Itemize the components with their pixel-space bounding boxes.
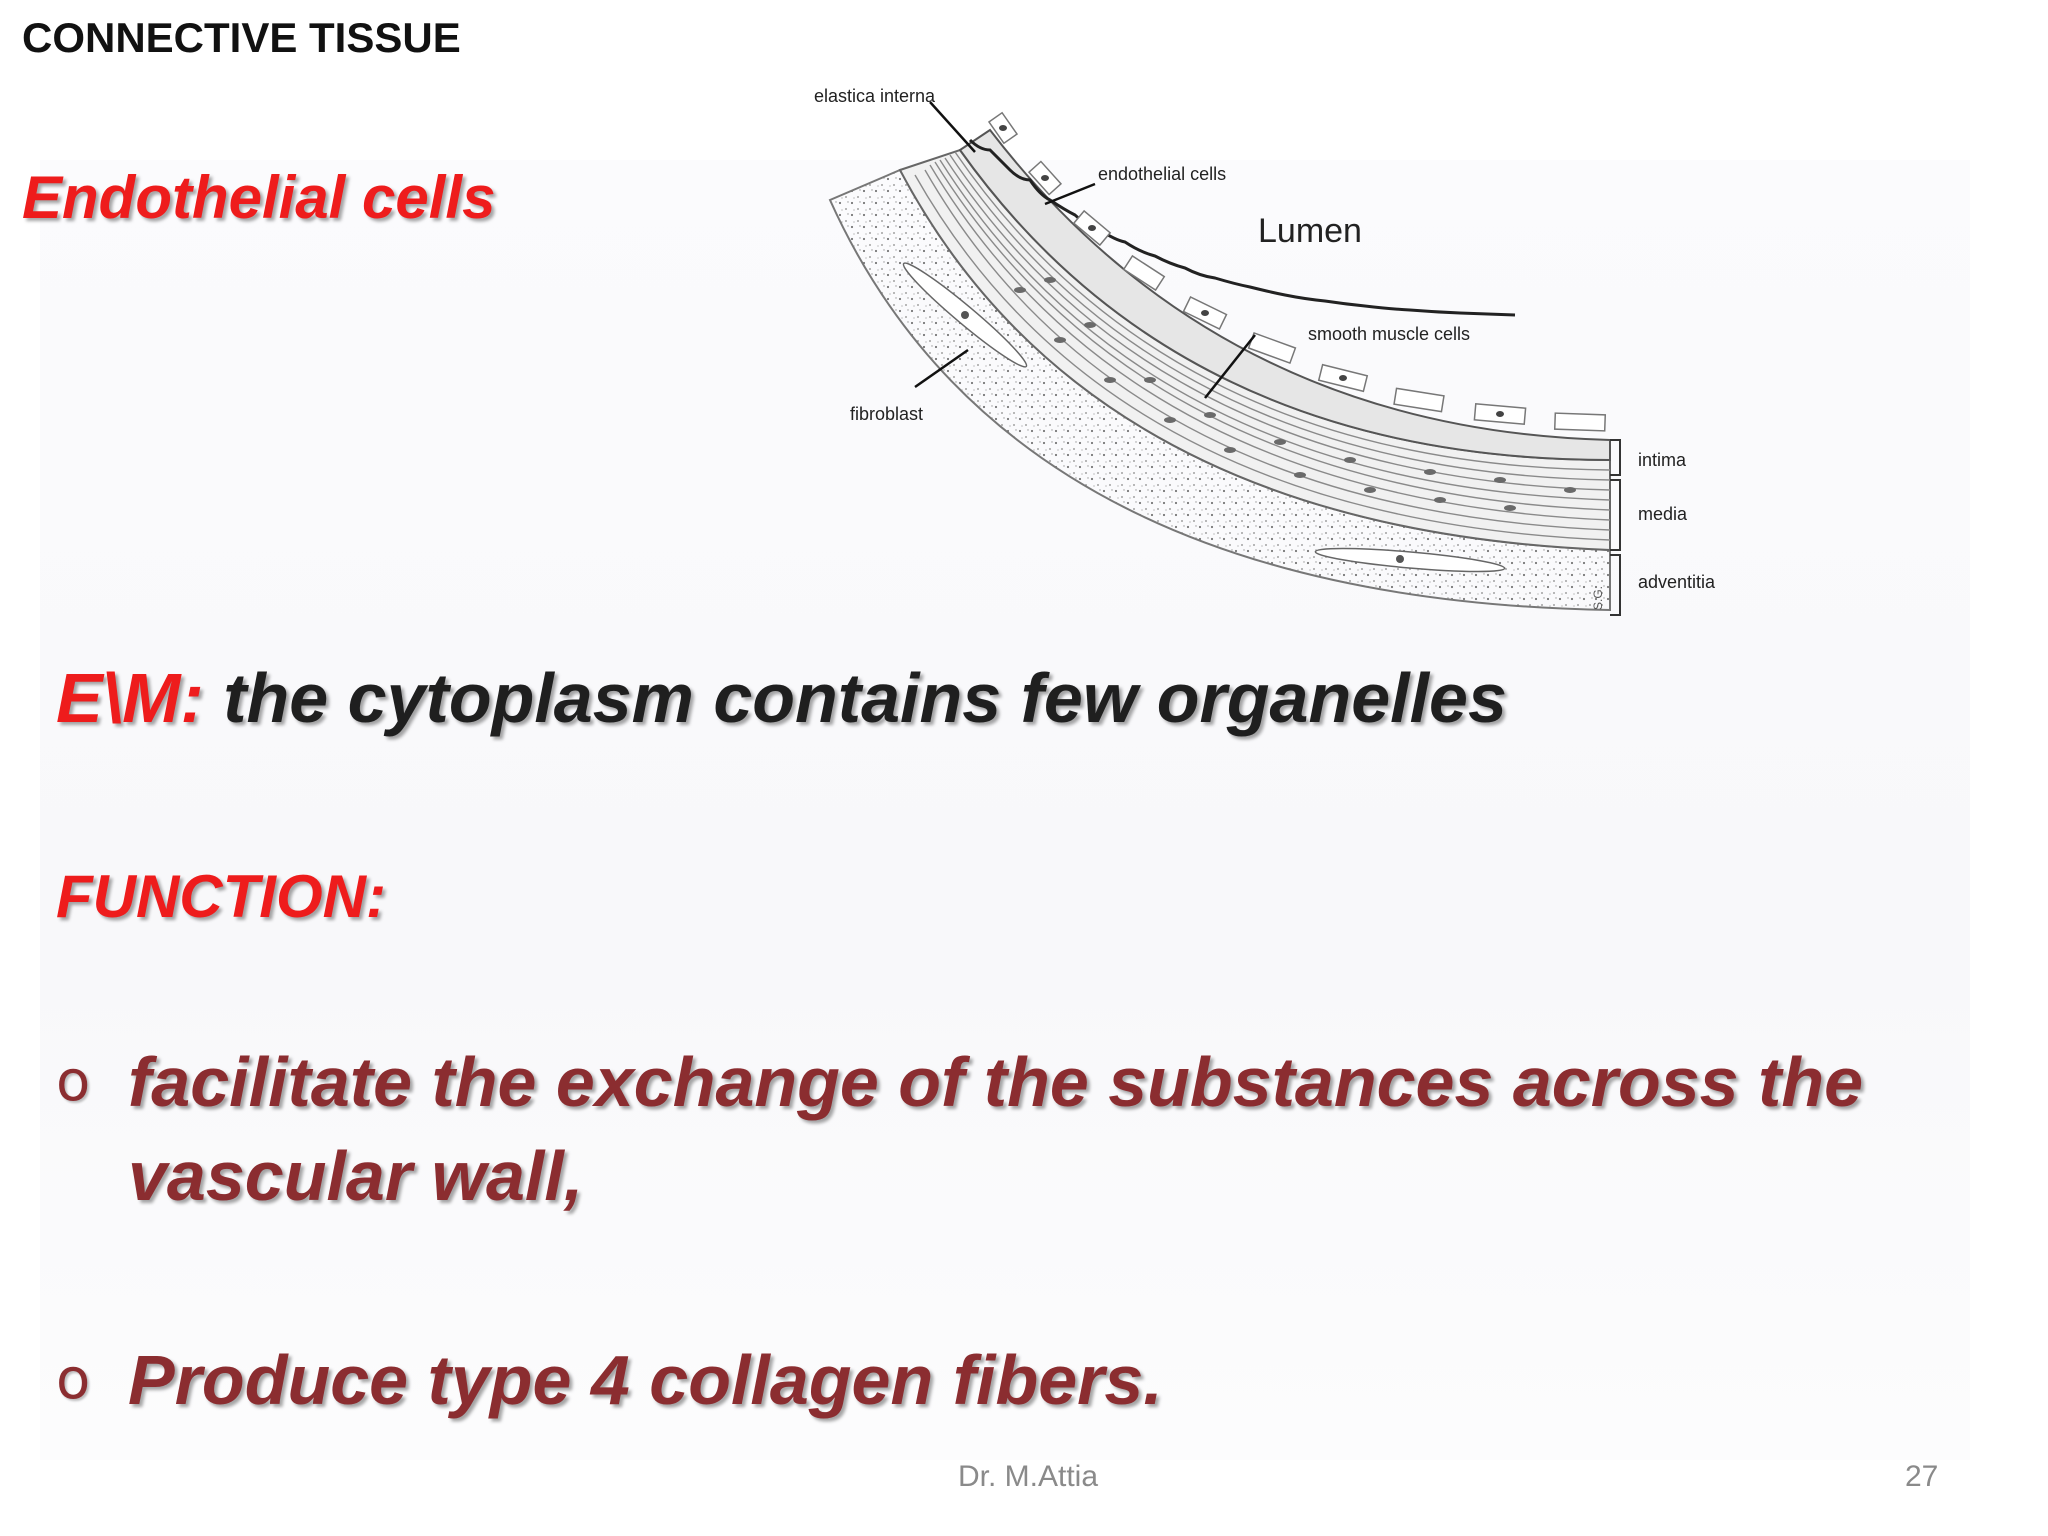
endothelial-nuclei — [999, 125, 1504, 417]
slide-header: CONNECTIVE TISSUE — [22, 14, 461, 61]
function-bullet-2: o Produce type 4 collagen fibers. — [56, 1333, 1163, 1427]
page-number: 27 — [1905, 1460, 1939, 1493]
function-heading: FUNCTION: — [56, 863, 386, 930]
label-elastica-interna: elastica interna — [814, 86, 936, 106]
em-text: the cytoplasm contains few organelles — [203, 659, 1507, 737]
elastica-interna-line — [968, 138, 1516, 317]
smooth-muscle-fibers — [914, 151, 1611, 541]
bullet-1-line-2: vascular wall, — [128, 1137, 584, 1215]
slide-subtitle: Endothelial cells — [22, 164, 496, 231]
bullet-text-1: facilitate the exchange of the substance… — [128, 1035, 1863, 1223]
layer-brackets — [1610, 439, 1621, 616]
fibroblast-nucleus-2 — [1396, 555, 1404, 563]
label-fibroblast: fibroblast — [850, 404, 923, 424]
em-prefix: E\M: — [56, 659, 204, 737]
label-adventitia: adventitia — [1638, 572, 1716, 592]
blood-vessel-wall-diagram: elastica interna endothelial cells Lumen… — [790, 80, 1750, 640]
fibroblast-nucleus-1 — [961, 311, 969, 319]
bullet-text-2: Produce type 4 collagen fibers. — [128, 1333, 1163, 1427]
bullet-marker-1: o — [56, 1049, 91, 1114]
function-bullet-1: o facilitate the exchange of the substan… — [56, 1035, 1863, 1223]
fibroblast-cell-2 — [1314, 547, 1506, 573]
muscle-nuclei — [1014, 277, 1576, 511]
em-description: E\M: the cytoplasm contains few organell… — [56, 658, 1507, 738]
bullet-2-line-1: Produce type 4 collagen fibers. — [128, 1341, 1163, 1419]
label-lumen: Lumen — [1258, 212, 1362, 250]
artist-signature: S.G. — [1591, 586, 1605, 610]
label-intima: intima — [1638, 450, 1687, 470]
leader-lines — [914, 101, 1256, 399]
bullet-marker-2: o — [56, 1347, 91, 1412]
label-media: media — [1638, 504, 1688, 524]
label-endothelial-cells: endothelial cells — [1098, 164, 1226, 184]
footer-author: Dr. M.Attia — [958, 1460, 1099, 1493]
bullet-1-line-1: facilitate the exchange of the substance… — [128, 1043, 1864, 1121]
label-smooth-muscle-cells: smooth muscle cells — [1308, 324, 1470, 344]
